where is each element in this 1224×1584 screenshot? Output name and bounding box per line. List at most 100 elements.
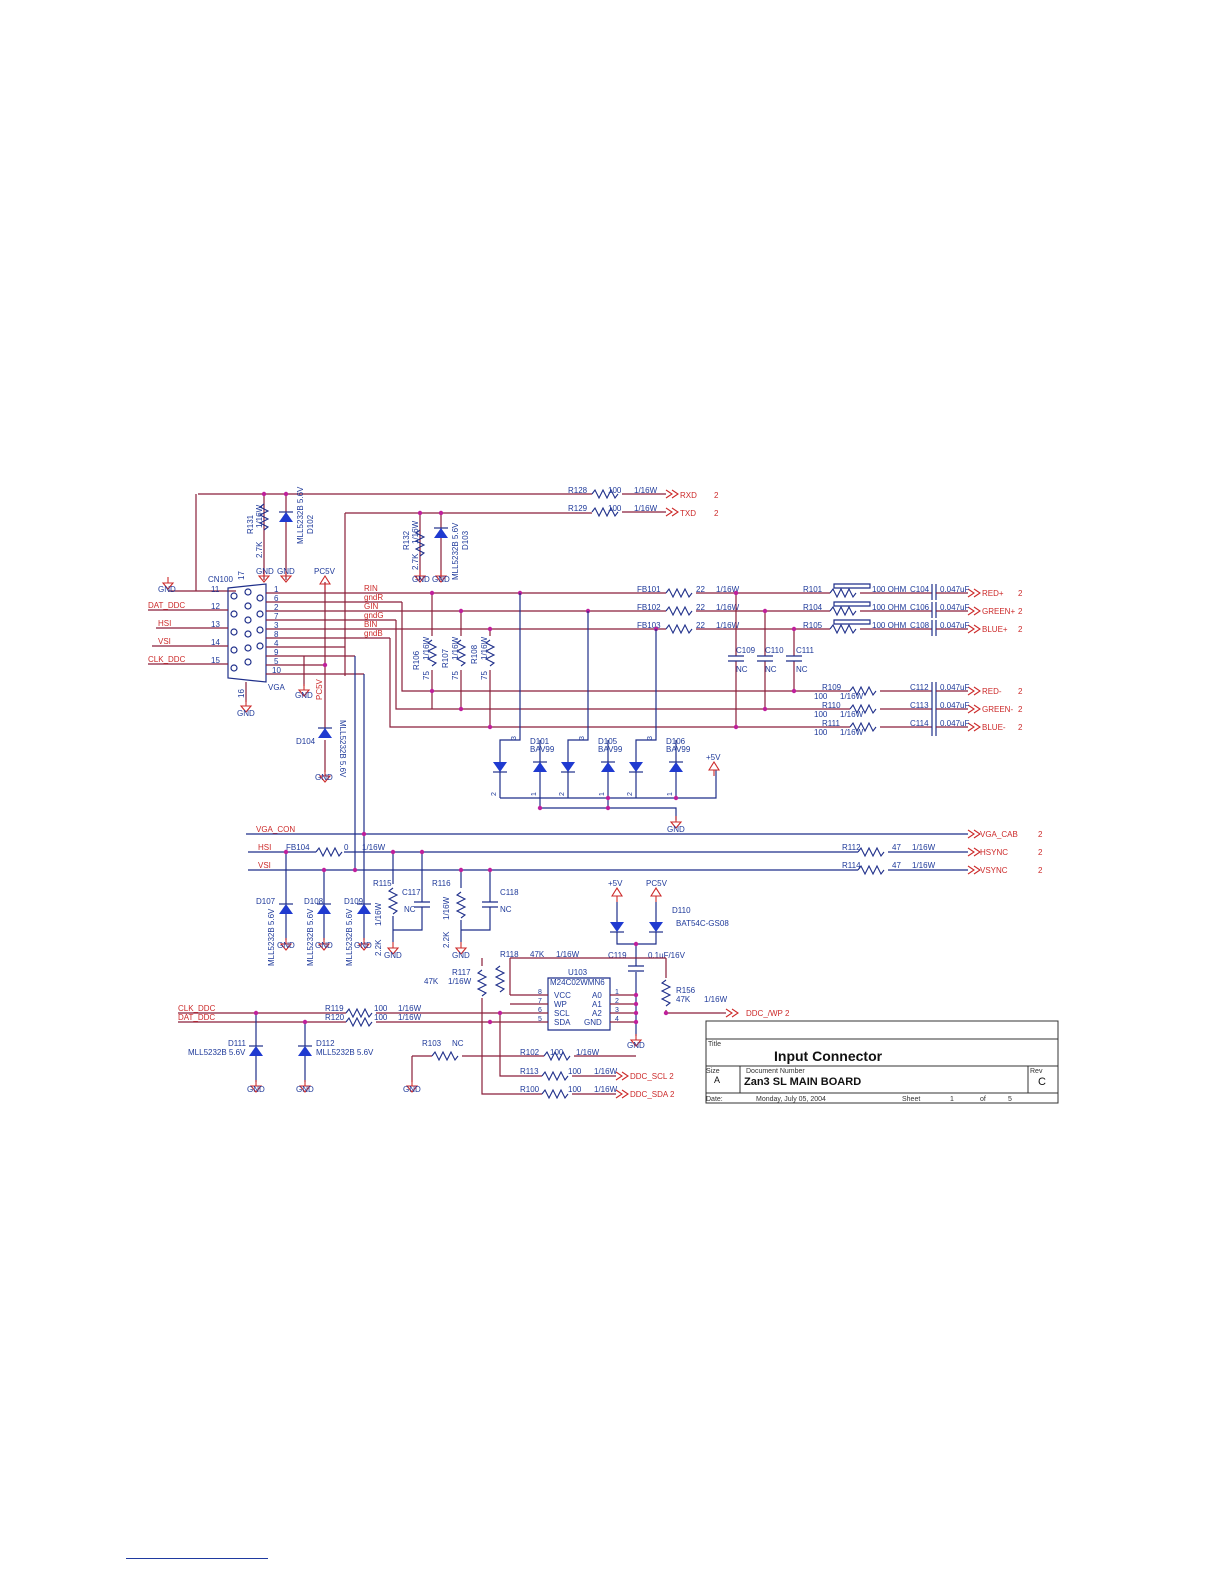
cap-value: 0.047uF [940,585,969,594]
r128-power: 1/16W [634,486,658,495]
inductor-value: 100 OHM [872,585,907,594]
pin-11: 11 [211,585,220,594]
r107-power: 1/16W [451,636,460,660]
pin-gnd: GND [584,1018,602,1027]
d103-part: MLL5232B 5.6V [451,522,460,580]
r107-ref: R107 [441,648,450,668]
r119-power: 1/16W [398,1004,422,1013]
rev-value: C [1038,1076,1046,1088]
d106-part: BAV99 [666,745,691,754]
u103-ref: U103 [568,968,588,977]
pc5v-label: PC5V [314,567,336,576]
c110-ref: C110 [765,646,784,655]
connector-pins [230,588,264,672]
r108-value: 75 [480,671,489,680]
d110-part: BAT54C-GS08 [676,919,729,928]
c104-ref: C104 [910,585,930,594]
d106-ref: D106 [666,737,686,746]
blue-minus-port: BLUE- [982,723,1006,732]
r129-ref: R129 [568,504,588,513]
c118-value: NC [500,905,512,914]
gnd-label: GND [277,567,295,576]
sheet-label: Sheet [902,1096,920,1103]
r107-value: 75 [451,671,460,680]
bav99-diodes: +5V GND D101 BAV99 D105 BAV99 D106 BAV99… [491,593,721,834]
r110-power: 1/16W [840,710,864,719]
net-bin: BIN [364,620,378,629]
red-plus-sheet: 2 [1018,589,1023,598]
pin-13: 13 [211,620,220,629]
fb-power: 1/16W [716,621,740,630]
vsync-sheet: 2 [1038,866,1043,875]
d101-part: BAV99 [530,745,555,754]
fb104-ref: FB104 [286,843,310,852]
pin-3: 3 [511,736,518,740]
net-hsi: HSI [158,619,171,628]
pc5v-net: PC5V [315,678,324,700]
fb104-power: 1/16W [362,843,386,852]
blue-minus-sheet: 2 [1018,723,1023,732]
fb-power: 1/16W [716,585,740,594]
gnd-label: GND [158,585,176,594]
net-vsi: VSI [258,861,271,870]
cap-value: 0.047uF [940,719,969,728]
fb102-ref: FB102 [637,603,661,612]
d104-ref: D104 [296,737,316,746]
pin-2: 2 [627,792,634,796]
gnd-label: GND [403,1085,421,1094]
d111-ref: D111 [228,1039,246,1048]
fb101-ref: FB101 [637,585,661,594]
r115-power: 1/16W [374,902,383,926]
r100-ref: R100 [520,1085,540,1094]
r114-power: 1/16W [912,861,936,870]
d102-ref: D102 [306,514,315,534]
pin-16: 16 [237,689,246,698]
c109-value: NC [736,665,748,674]
net-hsi: HSI [258,843,271,852]
pin-a1: A1 [592,1000,602,1009]
pin-10: 10 [272,666,281,675]
hsync-sheet: 2 [1038,848,1043,857]
hsync-port: HSYNC [980,848,1008,857]
r118-power: 1/16W [556,950,580,959]
pin-scl: SCL [554,1009,570,1018]
ddc-scl-port: DDC_SCL 2 [630,1072,674,1081]
c117-ref: C117 [402,888,421,897]
gnd-label: GND [295,691,313,700]
green-plus-port: GREEN+ [982,607,1015,616]
r102-value: 100 [550,1048,564,1057]
gnd-label: GND [256,567,274,576]
gnd-label: GND [277,941,295,950]
connector-name: VGA [268,683,286,692]
r108-ref: R108 [470,644,479,664]
fb-value: 22 [696,621,705,630]
pin-3: 3 [647,736,654,740]
vsync-port: VSYNC [980,866,1008,875]
rxd-sheet: 2 [714,491,719,500]
pc5v-label: PC5V [646,879,668,888]
r132-power: 1/16W [411,520,420,544]
r106-power: 1/16W [422,636,431,660]
r113-ref: R113 [520,1067,539,1076]
c117-value: NC [404,905,416,914]
r114-ref: R114 [842,861,861,870]
r102-power: 1/16W [576,1048,600,1057]
r100-value: 100 [568,1085,582,1094]
d112-ref: D112 [316,1039,335,1048]
r131-power: 1/16W [255,504,264,528]
pin-4: 4 [274,639,279,648]
r156-value: 47K [676,995,691,1004]
green-minus-port: GREEN- [982,705,1013,714]
d105-part: BAV99 [598,745,623,754]
pin-1: 1 [531,792,538,796]
r132-value: 2.7K [411,553,420,570]
ddc-wp-port: DDC_/WP 2 [746,1009,790,1018]
net-rin: RIN [364,584,378,593]
net-gndb: gndB [364,629,383,638]
d102-part: MLL5232B 5.6V [296,486,305,544]
cap-value: 0.047uF [940,683,969,692]
document-number-label: Document Number [746,1068,805,1075]
date-value: Monday, July 05, 2004 [756,1096,826,1103]
green-plus-sheet: 2 [1018,607,1023,616]
